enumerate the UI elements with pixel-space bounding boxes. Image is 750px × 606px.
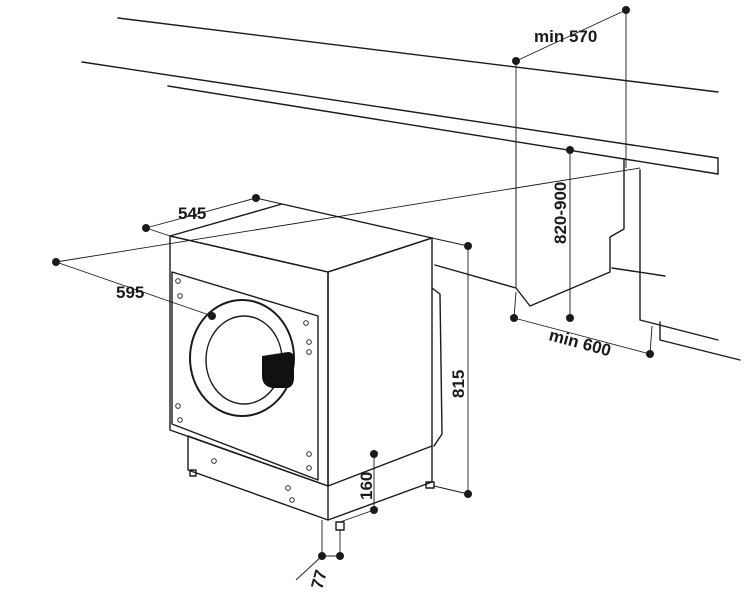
niche-floor-edge — [611, 267, 666, 277]
dim-leader-77 — [295, 555, 323, 581]
plinth-side-edge — [327, 481, 433, 521]
plinth-hole — [211, 458, 217, 464]
dim-dot — [510, 314, 518, 322]
door-panel — [171, 271, 319, 481]
dim-dot — [370, 450, 378, 458]
dim-ext-595-top — [55, 167, 641, 263]
screw-hole — [303, 320, 309, 326]
label-815: 815 — [449, 370, 468, 398]
label-160: 160 — [357, 472, 376, 500]
side-bracket — [431, 287, 443, 447]
dim-ext-545 — [255, 197, 283, 205]
plinth-hole — [285, 485, 291, 491]
dim-dot — [52, 258, 60, 266]
dim-dot — [142, 224, 150, 232]
dim-line-min600 — [513, 317, 651, 355]
dim-ext-min600-left — [513, 291, 517, 319]
machine-side — [327, 237, 433, 487]
label-595: 595 — [116, 283, 144, 302]
door-handle — [262, 352, 294, 388]
dim-dot — [208, 312, 216, 320]
label-545: 545 — [178, 204, 206, 223]
dim-dot — [512, 57, 520, 65]
dim-dot — [622, 6, 630, 14]
niche-plinth — [659, 321, 741, 361]
screw-hole — [177, 417, 183, 423]
dim-line-595 — [55, 261, 213, 317]
dim-ext-815-top — [431, 237, 469, 247]
dim-line-min570 — [515, 9, 627, 62]
dim-dot — [252, 194, 260, 202]
worktop-front-bottom-edge — [167, 85, 719, 175]
dim-dot — [336, 552, 344, 560]
worktop — [81, 17, 719, 175]
niche-left-wall — [434, 158, 625, 307]
worktop-front-top-edge — [81, 61, 719, 159]
label-min600: min 600 — [547, 326, 613, 361]
dimension-lines — [52, 6, 654, 581]
washing-machine — [169, 203, 443, 531]
foot — [335, 521, 345, 531]
label-820-900: 820-900 — [551, 182, 570, 244]
screw-hole — [175, 278, 181, 284]
screw-hole — [306, 451, 312, 457]
foot — [425, 481, 435, 489]
screw-hole — [175, 403, 181, 409]
label-min570: min 570 — [534, 27, 597, 46]
screw-hole — [306, 339, 312, 345]
dim-dot — [464, 490, 472, 498]
plinth-hole — [289, 497, 295, 503]
dim-line-545 — [145, 197, 257, 229]
dim-ext-min600-right — [649, 325, 653, 355]
dim-dot — [370, 506, 378, 514]
screw-hole — [306, 465, 312, 471]
dim-dot — [566, 146, 574, 154]
worktop-back-edge — [117, 17, 719, 93]
dim-ext-815-bottom — [433, 485, 469, 495]
niche-right-panel — [639, 169, 719, 341]
dim-ext-160 — [339, 509, 375, 523]
machine-top — [169, 203, 433, 273]
porthole-outer — [189, 299, 295, 417]
screw-hole — [306, 349, 312, 355]
machine-plinth — [187, 435, 329, 521]
label-77: 77 — [308, 568, 331, 591]
dim-dot — [566, 314, 574, 322]
screw-hole — [177, 293, 183, 299]
niche — [434, 141, 741, 361]
dim-dot — [318, 552, 326, 560]
dim-dot — [646, 350, 654, 358]
foot — [189, 469, 197, 477]
dim-dot — [464, 242, 472, 250]
dim-ext-545-left — [145, 227, 171, 237]
machine-front — [169, 235, 329, 487]
